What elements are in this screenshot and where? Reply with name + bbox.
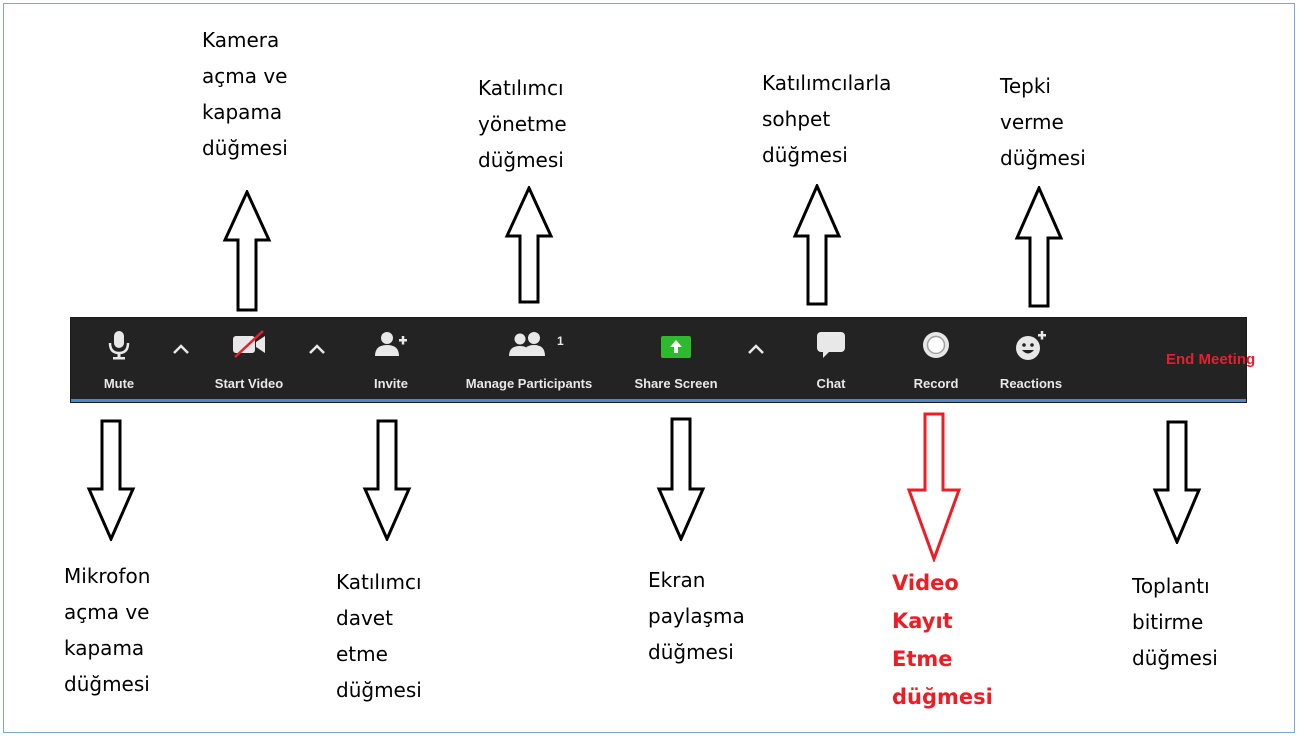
share-screen-button[interactable]: Share Screen [626,318,726,398]
reactions-icon [1016,331,1046,360]
annotation-chat: Katılımcılarla sohpet düğmesi [762,71,892,167]
annotation-reactions: Tepki verme düğmesi [1000,74,1086,170]
up-arrow-participants [504,186,554,304]
microphone-icon [108,331,130,360]
record-label: Record [913,376,959,391]
down-arrow-share [656,417,706,541]
video-camera-off-icon [233,330,265,358]
start-video-label: Start Video [214,376,284,391]
chat-bubble-icon [817,332,845,358]
record-button[interactable]: Record [901,318,971,398]
up-arrow-chat [792,184,842,306]
chevron-up-icon[interactable] [747,342,765,356]
chat-label: Chat [816,376,846,391]
participants-icon [509,332,545,356]
annotation-record: Video Kayıt Etme düğmesi [892,571,993,709]
annotation-share: Ekran paylaşma düğmesi [648,568,745,664]
add-user-icon [375,332,407,356]
annotation-end: Toplantı bitirme düğmesi [1132,574,1218,670]
up-arrow-reactions [1014,186,1064,308]
reactions-button[interactable]: Reactions [991,318,1071,398]
invite-button[interactable]: Invite [361,318,421,398]
chat-button[interactable]: Chat [801,318,861,398]
annotation-invite: Katılımcı davet etme düğmesi [336,570,422,702]
share-screen-label: Share Screen [634,376,718,391]
down-arrow-record [906,412,962,562]
annotation-participants: Katılımcı yönetme düğmesi [478,76,567,172]
annotation-camera: Kamera açma ve kapama düğmesi [202,28,288,160]
reactions-label: Reactions [999,376,1063,391]
share-screen-icon [661,336,691,358]
figure-frame [3,3,1295,733]
mute-label: Mute [103,376,135,391]
meeting-toolbar: Mute Start Video Invite 1 [71,318,1255,402]
up-arrow-camera [222,190,272,312]
mute-button[interactable]: Mute [89,318,149,398]
manage-participants-label: Manage Participants [465,376,593,391]
annotation-mic: Mikrofon açma ve kapama düğmesi [64,564,151,696]
invite-label: Invite [374,376,408,391]
chevron-up-icon[interactable] [308,342,326,356]
manage-participants-button[interactable]: 1 Manage Participants [449,318,609,398]
chevron-up-icon[interactable] [172,342,190,356]
start-video-button[interactable]: Start Video [201,318,297,398]
down-arrow-invite [362,419,412,541]
record-icon [923,332,949,358]
down-arrow-mic [86,419,136,541]
down-arrow-end [1152,420,1202,544]
participants-count: 1 [557,334,564,348]
end-meeting-button[interactable]: End Meeting [1166,351,1256,368]
